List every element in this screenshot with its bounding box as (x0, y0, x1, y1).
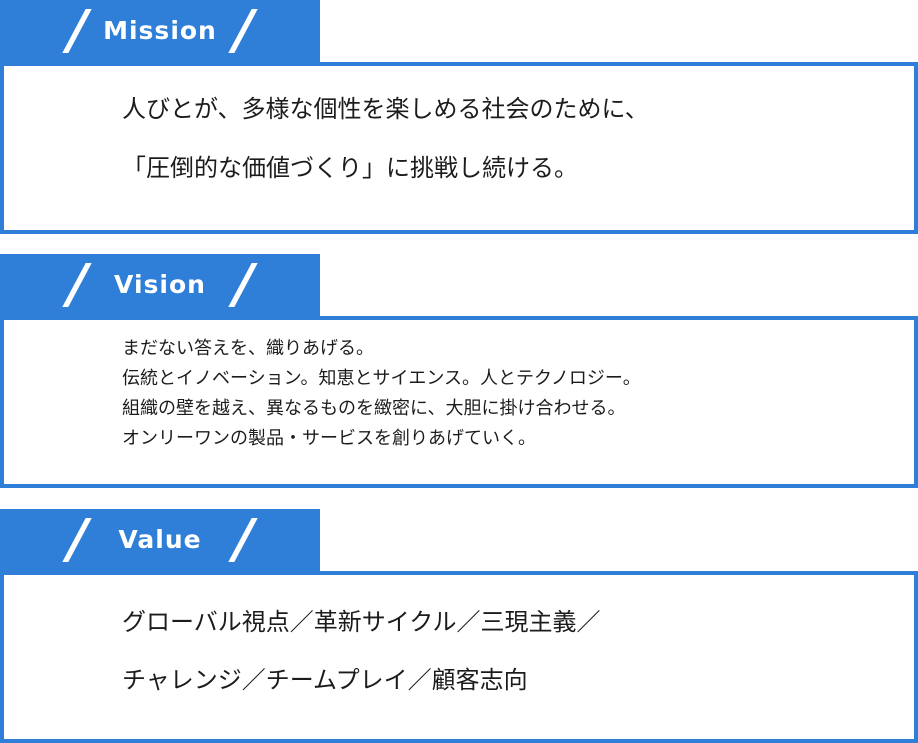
vision-line-4: オンリーワンの製品・サービスを創りあげていく。 (122, 428, 536, 449)
mission-tab: Mission (0, 0, 320, 62)
vision-section: まだない答えを、織りあげる。 伝統とイノベーション。知恵とサイエンス。人とテクノ… (0, 254, 918, 488)
vision-line-3: 組織の壁を越え、異なるものを緻密に、大胆に掛け合わせる。 (122, 398, 626, 419)
value-label: Value (118, 525, 202, 554)
value-tab: Value (0, 509, 320, 571)
vision-box: まだない答えを、織りあげる。 伝統とイノベーション。知恵とサイエンス。人とテクノ… (0, 316, 918, 488)
vision-label: Vision (114, 270, 206, 299)
vision-line-2: 伝統とイノベーション。知恵とサイエンス。人とテクノロジー。 (122, 368, 641, 389)
value-line-1: グローバル視点／革新サイクル／三現主義／ (122, 608, 601, 636)
vision-tab: Vision (0, 254, 320, 316)
mission-line-1: 人びとが、多様な個性を楽しめる社会のために、 (122, 95, 649, 123)
mission-box: 人びとが、多様な個性を楽しめる社会のために、 「圧倒的な価値づくり」に挑戦し続け… (0, 62, 918, 234)
mission-section: 人びとが、多様な個性を楽しめる社会のために、 「圧倒的な価値づくり」に挑戦し続け… (0, 0, 918, 234)
value-line-2: チャレンジ／チームプレイ／顧客志向 (122, 666, 528, 694)
mission-line-2: 「圧倒的な価値づくり」に挑戦し続ける。 (122, 154, 578, 182)
value-section: グローバル視点／革新サイクル／三現主義／ チャレンジ／チームプレイ／顧客志向 V… (0, 509, 918, 743)
vision-line-1: まだない答えを、織りあげる。 (122, 338, 374, 359)
value-box: グローバル視点／革新サイクル／三現主義／ チャレンジ／チームプレイ／顧客志向 (0, 571, 918, 743)
mission-label: Mission (103, 16, 217, 45)
